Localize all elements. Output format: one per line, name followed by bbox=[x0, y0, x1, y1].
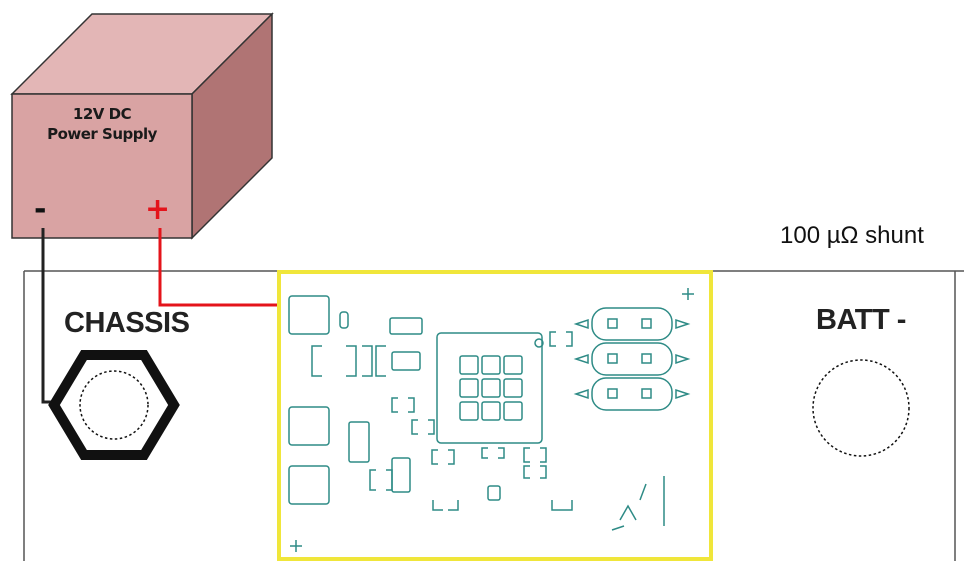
batt-minus-hole bbox=[812, 359, 910, 457]
batt-minus-label: BATT - bbox=[816, 304, 906, 336]
power-supply-label-line2: Power Supply bbox=[47, 125, 157, 143]
negative-terminal-label: - bbox=[34, 192, 47, 227]
negative-wire bbox=[41, 228, 60, 404]
chassis-label: CHASSIS bbox=[64, 307, 190, 339]
power-supply-label: 12V DC Power Supply bbox=[12, 104, 192, 144]
shunt-label: 100 µΩ shunt bbox=[780, 222, 924, 249]
positive-terminal-label: + bbox=[145, 192, 171, 227]
power-supply-label-line1: 12V DC bbox=[72, 105, 132, 123]
power-supply-front-face bbox=[11, 93, 193, 239]
positive-wire bbox=[158, 228, 286, 307]
circuit-board bbox=[277, 270, 713, 561]
power-supply-box bbox=[10, 12, 274, 240]
chassis-bolt bbox=[48, 350, 180, 460]
